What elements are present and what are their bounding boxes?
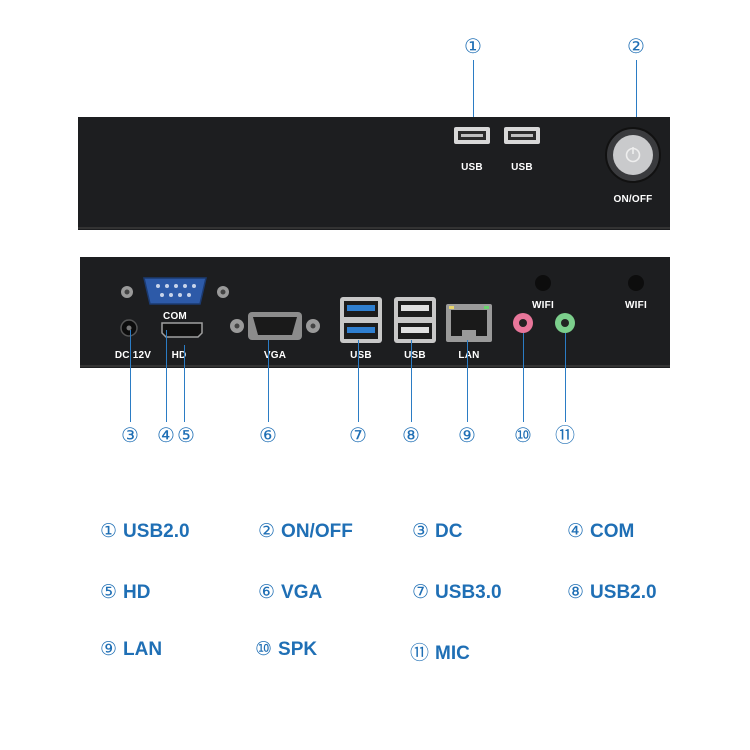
callout-11: ⑪ bbox=[555, 423, 575, 447]
legend-num: ⑤ bbox=[100, 581, 118, 603]
leader-11 bbox=[565, 333, 566, 422]
leader-7 bbox=[358, 340, 359, 422]
legend-label: ON/OFF bbox=[281, 521, 353, 542]
usb2-ports bbox=[394, 297, 436, 343]
vga-label: VGA bbox=[263, 350, 287, 361]
front-usb-1-label: USB bbox=[461, 162, 483, 173]
wifi-label-1: WIFI bbox=[532, 300, 554, 311]
legend-num: ① bbox=[100, 520, 118, 542]
legend-label: SPK bbox=[278, 639, 318, 660]
legend-label: MIC bbox=[435, 643, 470, 664]
leader-2 bbox=[636, 60, 637, 132]
legend-label: USB2.0 bbox=[590, 582, 657, 603]
legend-label: VGA bbox=[281, 582, 323, 603]
wifi-label-2: WIFI bbox=[625, 300, 647, 311]
leader-5 bbox=[184, 345, 185, 422]
leader-10 bbox=[523, 333, 524, 422]
legend-label: USB2.0 bbox=[123, 521, 190, 542]
legend-num: ② bbox=[258, 520, 276, 542]
legend-label: HD bbox=[123, 582, 151, 603]
com-label: COM bbox=[163, 311, 187, 322]
legend-num: ⑧ bbox=[567, 581, 585, 603]
dc-jack bbox=[120, 319, 138, 337]
legend-label: DC bbox=[435, 521, 463, 542]
callout-5: ⑤ bbox=[177, 423, 195, 447]
callout-4: ④ bbox=[157, 423, 175, 447]
callout-7: ⑦ bbox=[349, 423, 367, 447]
front-usb-2-label: USB bbox=[511, 162, 533, 173]
callout-3: ③ bbox=[121, 423, 139, 447]
callout-6: ⑥ bbox=[259, 423, 277, 447]
legend-num: ⑦ bbox=[412, 581, 430, 603]
leader-9 bbox=[467, 340, 468, 422]
usb3-label: USB bbox=[350, 350, 372, 361]
lan-port bbox=[446, 304, 492, 342]
legend-num: ⑨ bbox=[100, 638, 118, 660]
legend-label: COM bbox=[590, 521, 635, 542]
rear-panel-ports bbox=[80, 257, 670, 368]
dc-label: DC 12V bbox=[114, 350, 152, 361]
leader-8 bbox=[411, 340, 412, 422]
legend-label: USB3.0 bbox=[435, 582, 502, 603]
usb-port-front-1 bbox=[454, 127, 490, 144]
power-button-graphic bbox=[605, 127, 661, 183]
vga-port bbox=[230, 312, 320, 340]
legend-num: ③ bbox=[412, 520, 430, 542]
legend-num: ⑪ bbox=[410, 642, 430, 664]
legend-num: ⑩ bbox=[255, 638, 273, 660]
leader-1 bbox=[473, 60, 474, 126]
callout-8: ⑧ bbox=[402, 423, 420, 447]
callout-9: ⑨ bbox=[458, 423, 476, 447]
legend-num: ④ bbox=[567, 520, 585, 542]
mic-jack bbox=[555, 313, 575, 333]
callout-2: ② bbox=[627, 34, 645, 58]
callout-10: ⑩ bbox=[514, 423, 532, 447]
usb-port-front-2 bbox=[504, 127, 540, 144]
power-label: ON/OFF bbox=[613, 194, 653, 205]
lan-label: LAN bbox=[458, 350, 480, 361]
front-panel: USB USB ON/OFF bbox=[78, 117, 670, 230]
hd-port bbox=[161, 322, 203, 338]
usb3-ports bbox=[340, 297, 382, 343]
rear-panel: COM DC 12V HD VGA USB USB LAN WIFI WIFI bbox=[80, 257, 670, 368]
leader-6 bbox=[268, 340, 269, 422]
leader-3 bbox=[130, 330, 131, 422]
hd-label: HD bbox=[171, 350, 187, 361]
leader-4 bbox=[166, 330, 167, 422]
usb2-label: USB bbox=[404, 350, 426, 361]
spk-jack bbox=[513, 313, 533, 333]
legend-label: LAN bbox=[123, 639, 163, 660]
com-port bbox=[143, 277, 207, 305]
legend-num: ⑥ bbox=[258, 581, 276, 603]
callout-1: ① bbox=[464, 34, 482, 58]
front-panel-ports bbox=[78, 117, 670, 230]
